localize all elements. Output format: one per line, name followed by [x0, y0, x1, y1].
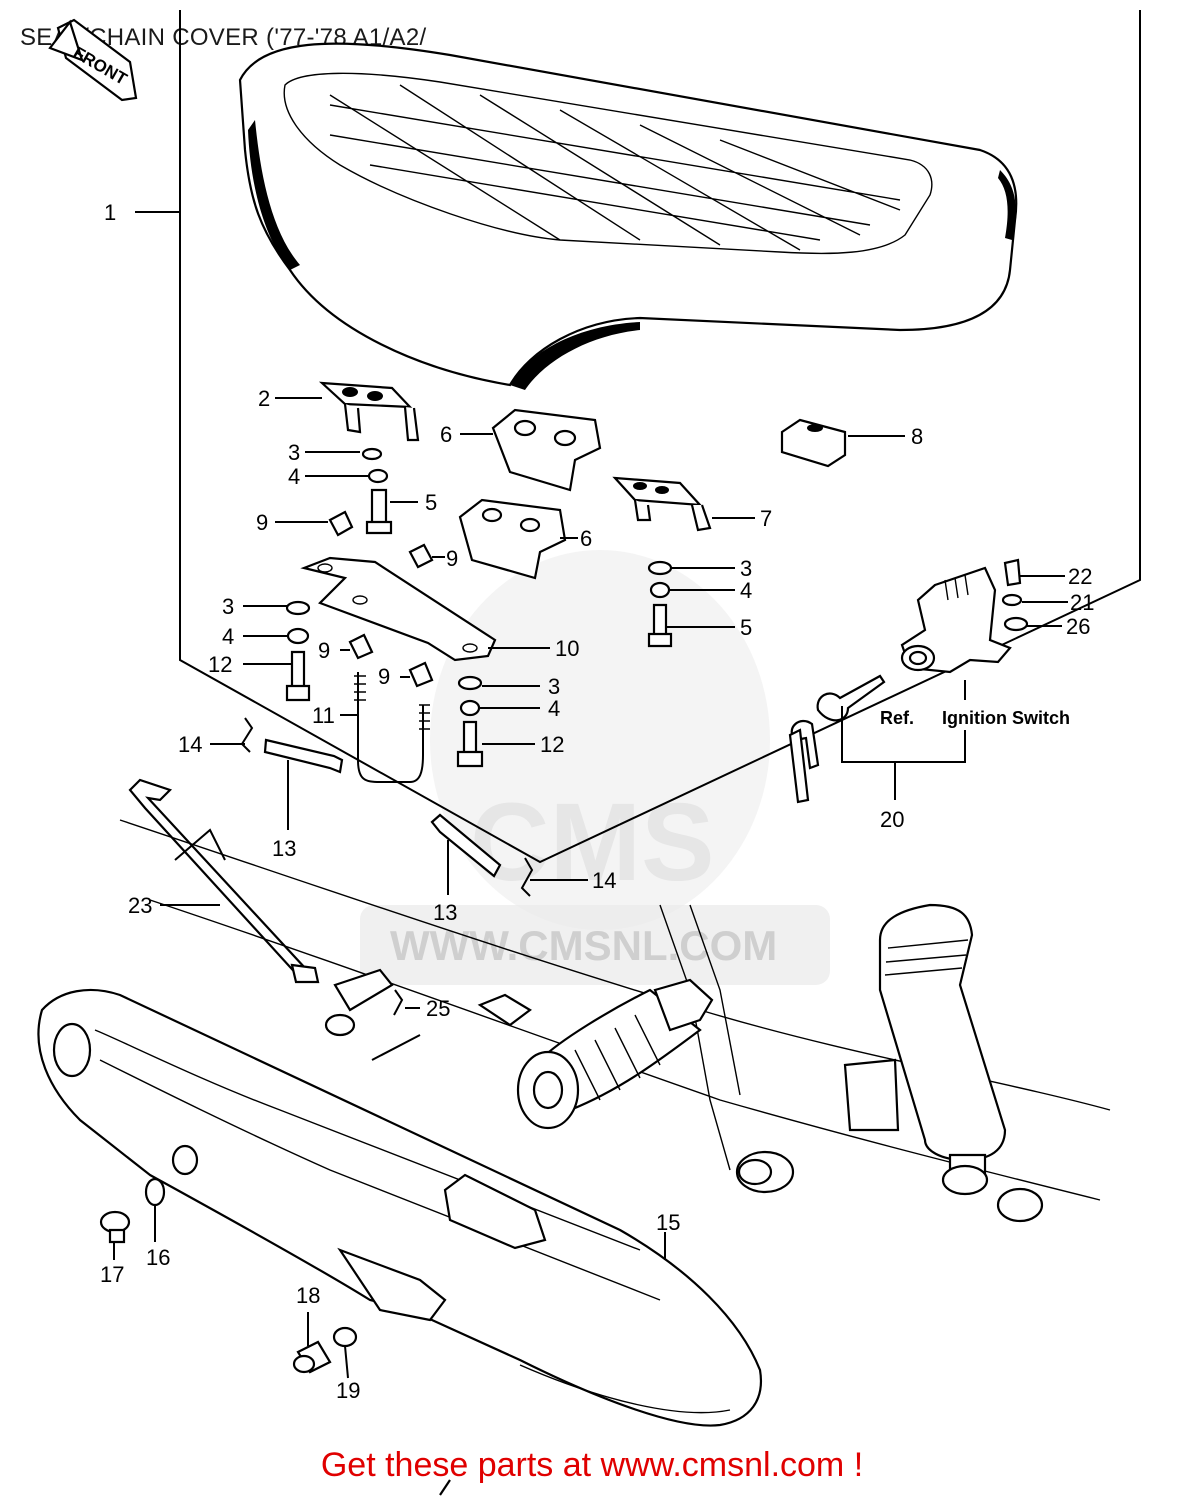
chain-cover-stay-23: [128, 778, 320, 984]
ref-label: Ref.: [880, 708, 914, 728]
callout-5: 5: [425, 490, 437, 515]
callout-9: 9: [256, 510, 268, 535]
watermark-logo-text: CMS: [470, 781, 714, 904]
callout-15: 15: [656, 1210, 680, 1235]
callout-4: 4: [740, 578, 752, 603]
callout-13: 13: [272, 836, 296, 861]
cmsnl-watermark: CMS WWW.CMSNL.COM: [360, 550, 830, 985]
callout-21: 21: [1070, 590, 1094, 615]
leader-lines: [113, 211, 1068, 1379]
callout-17: 17: [100, 1262, 124, 1287]
hinge-pins-13: [263, 738, 502, 878]
seat-bracket-7: [612, 476, 712, 532]
callout-12: 12: [540, 732, 564, 757]
callout-23: 23: [128, 893, 152, 918]
rubber-cushion-8: [780, 418, 847, 468]
callout-6: 6: [580, 526, 592, 551]
footpeg: [516, 978, 795, 1194]
callout-6: 6: [440, 422, 452, 447]
footer-banner: Get these parts at www.cmsnl.com !: [0, 1446, 1184, 1485]
ignition-switch-label: Ignition Switch: [942, 708, 1070, 728]
callout-19: 19: [336, 1378, 360, 1403]
callout-10: 10: [555, 636, 579, 661]
callout-16: 16: [146, 1245, 170, 1270]
callout-9: 9: [318, 638, 330, 663]
assembly-outline: [179, 10, 1141, 864]
clips-14: [240, 717, 534, 897]
hardware-left: [285, 447, 434, 702]
callout-20: 20: [880, 807, 904, 832]
ignition-switch: [900, 558, 1029, 674]
watermark-site-text: WWW.CMSNL.COM: [390, 922, 777, 969]
callout-3: 3: [548, 674, 560, 699]
callout-4: 4: [288, 464, 300, 489]
callout-9: 9: [378, 664, 390, 689]
callout-14: 14: [592, 868, 616, 893]
callout-13: 13: [433, 900, 457, 925]
callout-1: 1: [104, 200, 116, 225]
rubber-damper-6-upper: [491, 408, 602, 492]
callout-9: 9: [446, 546, 458, 571]
u-bolt-11: [354, 672, 430, 783]
callout-14: 14: [178, 732, 202, 757]
callout-3: 3: [288, 440, 300, 465]
ignition-keys: [788, 674, 886, 804]
callout-numbers: 1 2 3 4 5 6 6 7 8 9 9 3 4 5 10 3 4 12 9 …: [100, 200, 1094, 1403]
callout-5: 5: [740, 615, 752, 640]
rubber-damper-6-lower: [458, 498, 567, 580]
hardware-right: [456, 560, 673, 768]
callout-4: 4: [222, 624, 234, 649]
chain-cover-hardware: [99, 1177, 358, 1374]
chain-cover-15: [37, 988, 763, 1496]
callout-11: 11: [312, 703, 335, 728]
callout-3: 3: [740, 556, 752, 581]
callout-12: 12: [208, 652, 232, 677]
seat-bracket-2: [318, 381, 420, 442]
callout-18: 18: [296, 1283, 320, 1308]
callout-8: 8: [911, 424, 923, 449]
cmsnl-link[interactable]: Get these parts at www.cmsnl.com !: [320, 1446, 864, 1484]
callout-3: 3: [222, 594, 234, 619]
seat: [238, 42, 1018, 390]
callout-25: 25: [426, 996, 450, 1021]
front-arrow: FRONT: [48, 18, 138, 102]
seat-plate-10: [300, 556, 497, 662]
rear-shock-absorber: [843, 903, 1044, 1223]
clamp-25: [324, 968, 532, 1037]
callout-26: 26: [1066, 614, 1090, 639]
callout-4: 4: [548, 696, 560, 721]
callout-7: 7: [760, 506, 772, 531]
callout-2: 2: [258, 386, 270, 411]
callout-22: 22: [1068, 564, 1092, 589]
